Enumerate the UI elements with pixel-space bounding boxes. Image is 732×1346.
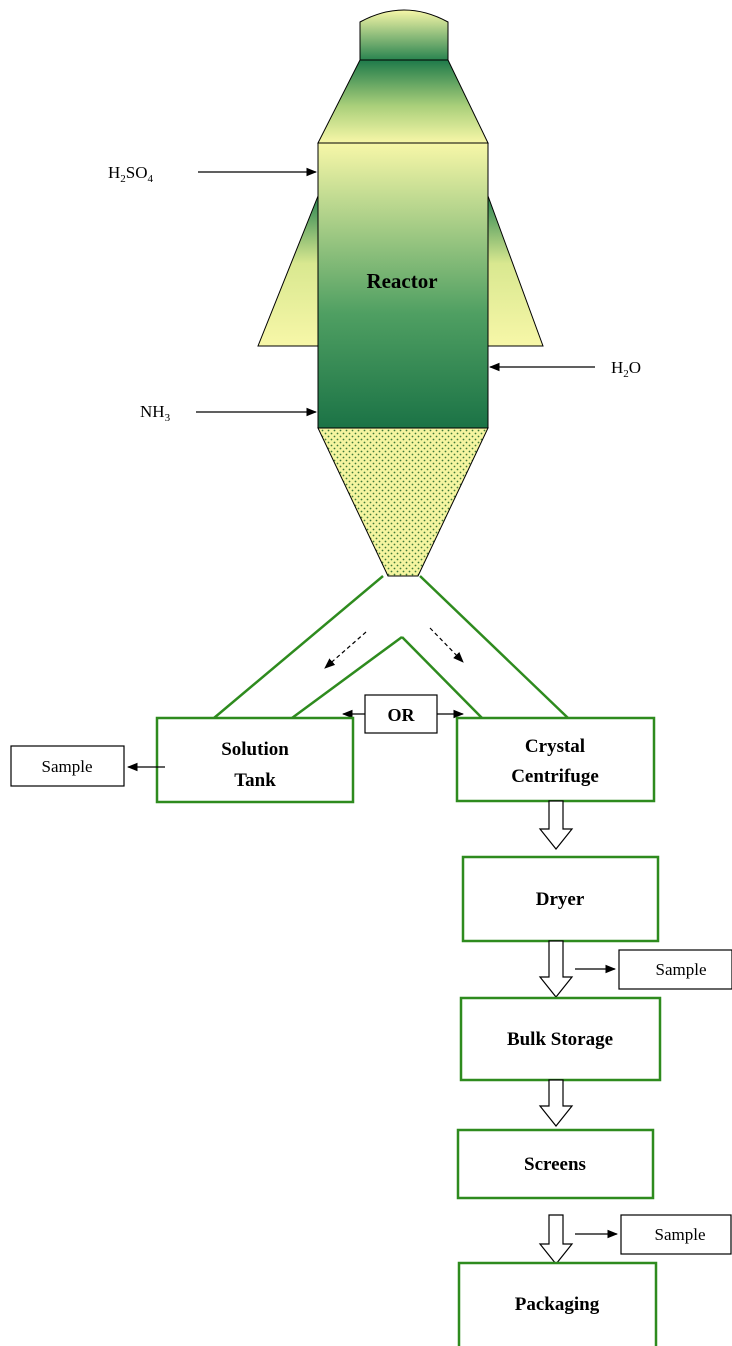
sample-left-label: Sample (42, 757, 93, 776)
sample-screens-box (620, 1214, 732, 1255)
sample-left-box (10, 745, 125, 787)
reactor-dome (359, 9, 449, 61)
sample-screens-label: Sample (655, 1225, 706, 1244)
input-h2o: H2O (488, 358, 641, 380)
screens-box: Screens (456, 1128, 655, 1200)
reactor-hopper (317, 427, 489, 577)
down-arrow-1 (538, 800, 574, 850)
down-arrow-2 (538, 940, 574, 998)
h2so4-label: H2SO4 (108, 163, 154, 185)
reactor-top-cone (317, 59, 489, 144)
split-dashed-arrows (324, 627, 464, 669)
crystal-centrifuge-box: Crystal Centrifuge (455, 716, 656, 803)
packaging-label: Packaging (515, 1294, 600, 1315)
dryer-box: Dryer (461, 855, 660, 943)
down-arrow-3 (538, 1079, 574, 1127)
sample-dryer-label: Sample (656, 960, 707, 979)
split-channel (213, 575, 569, 720)
or-connector: OR (341, 694, 465, 734)
reactor: Reactor (257, 9, 544, 577)
h2o-label: H2O (611, 358, 641, 380)
dryer-label: Dryer (536, 889, 585, 910)
down-arrow-4 (538, 1214, 574, 1265)
sample-dryer: Sample (575, 949, 732, 990)
or-label: OR (388, 705, 416, 725)
bulk-storage-label: Bulk Storage (507, 1029, 613, 1050)
screens-label: Screens (524, 1154, 586, 1175)
reactor-label: Reactor (366, 269, 437, 293)
reactor-right-wing (487, 195, 544, 347)
crystal-centrifuge-line1: Crystal (525, 736, 585, 757)
crystal-centrifuge-line2: Centrifuge (511, 766, 599, 787)
sample-screens: Sample (575, 1214, 732, 1255)
reactor-body (317, 142, 489, 429)
sample-dryer-box (618, 949, 732, 990)
solution-tank-line2: Tank (234, 770, 276, 791)
nh3-label: NH3 (140, 402, 171, 424)
reactor-left-wing (257, 195, 319, 347)
sample-left: Sample (10, 745, 165, 787)
input-h2so4: H2SO4 (108, 163, 318, 185)
solution-tank-line1: Solution (221, 739, 289, 760)
bulk-storage-box: Bulk Storage (459, 996, 662, 1082)
solution-tank-box: Solution Tank (155, 716, 355, 804)
or-box (364, 694, 438, 734)
packaging-box: Packaging (457, 1261, 658, 1346)
input-nh3: NH3 (140, 402, 318, 424)
